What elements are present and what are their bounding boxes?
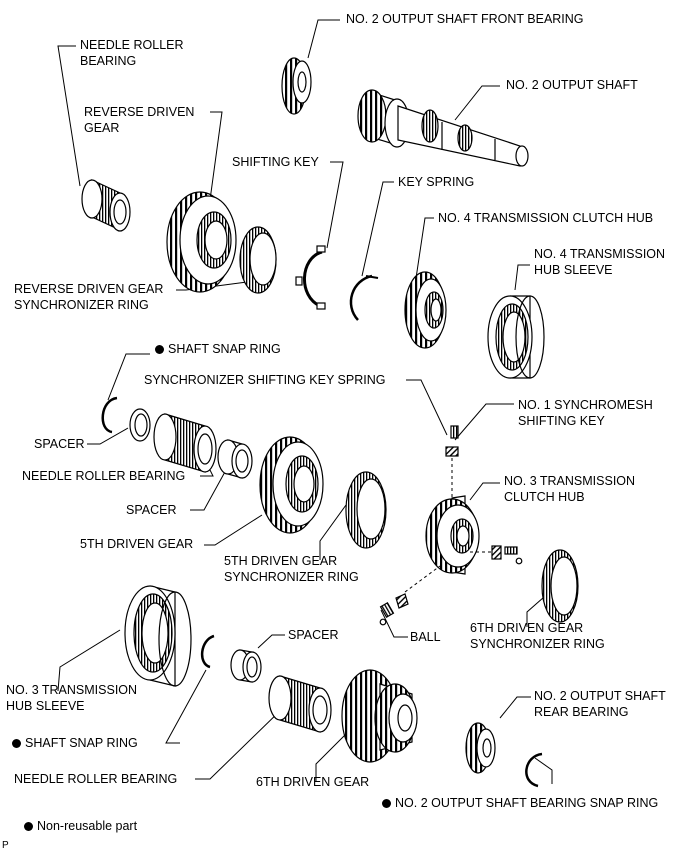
- label-sync-key-spring: SYNCHRONIZER SHIFTING KEY SPRING: [144, 373, 386, 387]
- legend-dot: [24, 822, 33, 831]
- label-key-spring: KEY SPRING: [398, 175, 475, 189]
- snap-ring-mid-drawing: [101, 396, 118, 434]
- label-needle-bearing-top: NEEDLE ROLLER BEARING: [80, 38, 184, 68]
- label-sixth-sync-ring: 6TH DRIVEN GEAR SYNCHRONIZER RING: [470, 621, 605, 651]
- non-reusable-mark: [155, 345, 164, 354]
- label-output-shaft: NO. 2 OUTPUT SHAFT: [506, 78, 638, 92]
- legend-non-reusable-text: Non-reusable part: [37, 819, 138, 833]
- legend-non-reusable: Non-reusable part: [24, 819, 137, 835]
- label-needle-bearing-mid: NEEDLE ROLLER BEARING: [22, 469, 186, 483]
- label-spacer-left: SPACER: [34, 437, 85, 451]
- corner-mark: P: [2, 840, 9, 851]
- needle-bearing-bottom-drawing: [268, 675, 332, 733]
- label-no1-shifting-key: NO. 1 SYNCHROMESH SHIFTING KEY: [518, 398, 653, 428]
- label-shifting-key: SHIFTING KEY: [232, 155, 319, 169]
- label-no4-hub-sleeve: NO. 4 TRANSMISSION HUB SLEEVE: [534, 247, 666, 277]
- label-snap-ring-bottom: SHAFT SNAP RING: [12, 736, 138, 752]
- sixth-driven-gear-drawing: [341, 669, 418, 763]
- no4-clutch-hub-drawing: [404, 271, 447, 349]
- label-reverse-driven-gear: REVERSE DRIVEN GEAR: [84, 105, 195, 135]
- label-reverse-sync-ring: REVERSE DRIVEN GEAR SYNCHRONIZER RING: [14, 282, 164, 312]
- non-reusable-mark: [12, 739, 21, 748]
- no3-hub-sleeve-drawing: [124, 585, 192, 687]
- reverse-driven-gear-drawing: [166, 191, 237, 293]
- rear-bearing-drawing: [465, 722, 496, 774]
- non-reusable-mark: [382, 799, 391, 808]
- fifth-sync-ring-drawing: [345, 471, 387, 549]
- label-fifth-sync-ring: 5TH DRIVEN GEAR SYNCHRONIZER RING: [224, 554, 359, 584]
- no4-hub-sleeve-drawing: [487, 295, 545, 379]
- label-snap-ring-bottom-text: SHAFT SNAP RING: [25, 736, 138, 750]
- front-bearing-drawing: [281, 57, 312, 115]
- label-no3-clutch-hub: NO. 3 TRANSMISSION CLUTCH HUB: [504, 474, 636, 504]
- label-fifth-driven-gear: 5TH DRIVEN GEAR: [80, 537, 194, 551]
- needle-bearing-mid-drawing: [153, 413, 217, 473]
- label-bearing-snap-ring-text: NO. 2 OUTPUT SHAFT BEARING SNAP RING: [395, 796, 659, 810]
- key-spring-drawing: [349, 274, 379, 321]
- side-keys-drawing: [379, 545, 523, 626]
- no3-clutch-hub-drawing: [425, 495, 480, 575]
- fifth-driven-gear-drawing: [259, 436, 324, 534]
- label-no4-clutch-hub: NO. 4 TRANSMISSION CLUTCH HUB: [438, 211, 654, 225]
- spacer-left-drawing: [129, 408, 151, 442]
- output-shaft-drawing: [357, 89, 529, 167]
- spacer-bottom-drawing: [230, 649, 262, 683]
- sixth-sync-ring-drawing: [541, 549, 579, 623]
- bearing-snap-ring-drawing: [525, 752, 543, 788]
- label-spacer-mid: SPACER: [126, 503, 177, 517]
- snap-ring-bottom-drawing: [201, 634, 215, 669]
- shifting-key-drawing: [295, 245, 326, 310]
- label-snap-ring-top: SHAFT SNAP RING: [155, 342, 281, 358]
- label-sixth-driven-gear: 6TH DRIVEN GEAR: [256, 775, 370, 789]
- label-no3-hub-sleeve: NO. 3 TRANSMISSION HUB SLEEVE: [6, 683, 138, 713]
- label-spacer-bottom: SPACER: [288, 628, 339, 642]
- key-spring-small-drawing: [445, 425, 459, 500]
- label-rear-bearing: NO. 2 OUTPUT SHAFT REAR BEARING: [534, 689, 666, 719]
- needle-bearing-top-drawing: [81, 179, 131, 232]
- reverse-sync-ring-drawing: [239, 226, 277, 294]
- spacer-mid-drawing: [217, 439, 253, 479]
- label-snap-ring-top-text: SHAFT SNAP RING: [168, 342, 281, 356]
- label-ball: BALL: [410, 630, 441, 644]
- label-needle-bearing-bottom: NEEDLE ROLLER BEARING: [14, 772, 178, 786]
- label-bearing-snap-ring: NO. 2 OUTPUT SHAFT BEARING SNAP RING: [382, 796, 658, 812]
- label-front-bearing: NO. 2 OUTPUT SHAFT FRONT BEARING: [346, 12, 584, 26]
